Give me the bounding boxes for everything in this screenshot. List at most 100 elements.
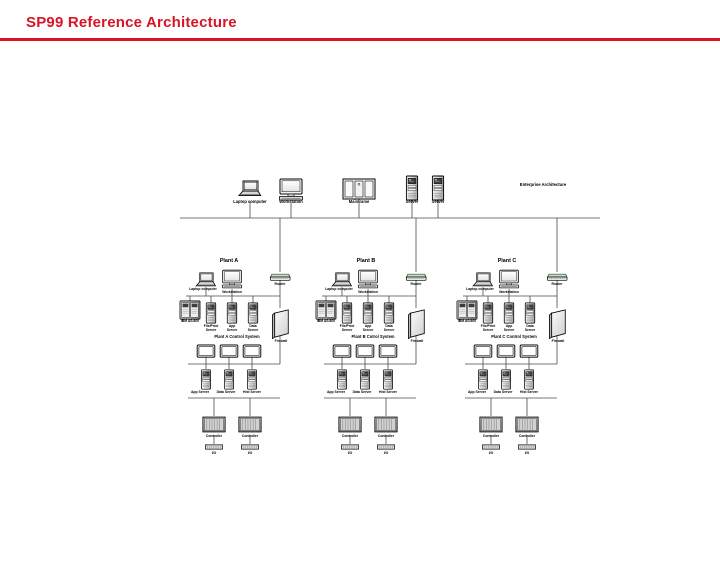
plant-c-workstation-label: Workstation [499,290,519,294]
router-icon [406,273,427,281]
io-module-icon [205,444,223,450]
plant-a-controller-1-label: Controller [205,434,223,438]
plant-a-control-system-title: Plant A Control System [214,334,260,339]
plant-c-control-data-server-label: Data Server [493,390,513,394]
firewall-icon [549,309,566,339]
server-tower-icon [247,369,257,390]
workstation-icon [221,269,243,289]
server-tower-icon [205,302,217,324]
firewall-icon [272,309,289,339]
server-tower-icon [431,175,445,201]
plant-c-laptop-label: Laptop computer [466,287,494,291]
operator-console-icon [219,344,239,358]
operator-console-icon [242,344,262,358]
plant-c-control-hist-server-label: Hist Server [520,390,538,394]
server-tower-icon [337,369,347,390]
plant-c-router-label: Router [551,282,563,286]
io-module-icon [241,444,259,450]
plant-b-control-hist-server-label: Hist Server [379,390,397,394]
server-tower-icon [503,302,515,324]
router-icon [270,273,291,281]
firewall-icon [408,309,425,339]
plant-c-control-system-title: Plant C Control System [491,334,537,339]
controller-icon [202,416,226,433]
plant-c-controller-1-label: Controller [482,434,500,438]
plant-b-control-data-server-label: Data Server [352,390,372,394]
plant-b-as400-label: IBM AS/400 [316,319,336,323]
plant-b-control-app-server-label: App Server [326,390,346,394]
plant-c-firewall-label: Firewall [551,339,565,343]
plant-a-control-app-server-label: App Server [190,390,210,394]
plant-c-title: Plant C [497,258,517,264]
router-icon [547,273,568,281]
workstation-icon [279,178,303,201]
io-module-icon [341,444,359,450]
plant-a-as400-label: IBM AS/400 [180,319,200,323]
as400-icon [179,300,201,320]
workstation-icon [498,269,520,289]
plant-b-controller-2-label: Controller [377,434,395,438]
enterprise-node-label-server-1: Server [405,199,419,204]
laptop-icon [331,272,352,287]
plant-a-controller-2-label: Controller [241,434,259,438]
enterprise-bus-group [180,201,600,272]
server-tower-icon [478,369,488,390]
plant-b-control-system-title: Plant B Cotrol System [351,334,395,339]
as400-icon [456,300,478,320]
controller-icon [338,416,362,433]
server-tower-icon [362,302,374,324]
mainframe-icon [342,178,376,200]
controller-icon [479,416,503,433]
controller-icon [515,416,539,433]
operator-console-icon [355,344,375,358]
workstation-icon [357,269,379,289]
plant-a-wiring [186,280,281,444]
plant-c-control-app-server-label: App Server [467,390,487,394]
plant-c-io-2-label: I/O [524,451,530,455]
plant-b-title: Plant B [356,258,376,264]
server-tower-icon [524,369,534,390]
plant-a-control-data-server-label: Data Server [216,390,236,394]
plant-a-control-hist-server-label: Hist Server [243,390,261,394]
plant-b-router-label: Router [410,282,422,286]
plant-b-wiring [322,280,417,444]
server-tower-icon [341,302,353,324]
laptop-icon [238,180,262,197]
server-tower-icon [383,369,393,390]
server-tower-icon [482,302,494,324]
plant-c-controller-2-label: Controller [518,434,536,438]
server-tower-icon [360,369,370,390]
plant-a-title: Plant A [219,258,239,264]
enterprise-zone-label: Enterprise Architecture [519,182,567,187]
laptop-icon [472,272,493,287]
controller-icon [374,416,398,433]
server-tower-icon [224,369,234,390]
operator-console-icon [519,344,539,358]
server-tower-icon [383,302,395,324]
enterprise-node-label-server-2: Server [431,199,445,204]
plant-b-io-1-label: I/O [347,451,353,455]
plant-b-laptop-label: Laptop computer [325,287,353,291]
page-title: SP99 Reference Architecture [26,14,237,31]
server-tower-icon [226,302,238,324]
operator-console-icon [196,344,216,358]
enterprise-node-label-laptop: Laptop computer [233,199,267,204]
plant-c-as400-label: IBM AS/400 [457,319,477,323]
server-tower-icon [501,369,511,390]
operator-console-icon [378,344,398,358]
operator-console-icon [473,344,493,358]
io-module-icon [377,444,395,450]
plant-b-workstation-label: Workstation [358,290,378,294]
enterprise-node-label-workstation: Workstation [279,199,303,204]
plant-a-router-label: Router [274,282,286,286]
plant-b-io-2-label: I/O [383,451,389,455]
